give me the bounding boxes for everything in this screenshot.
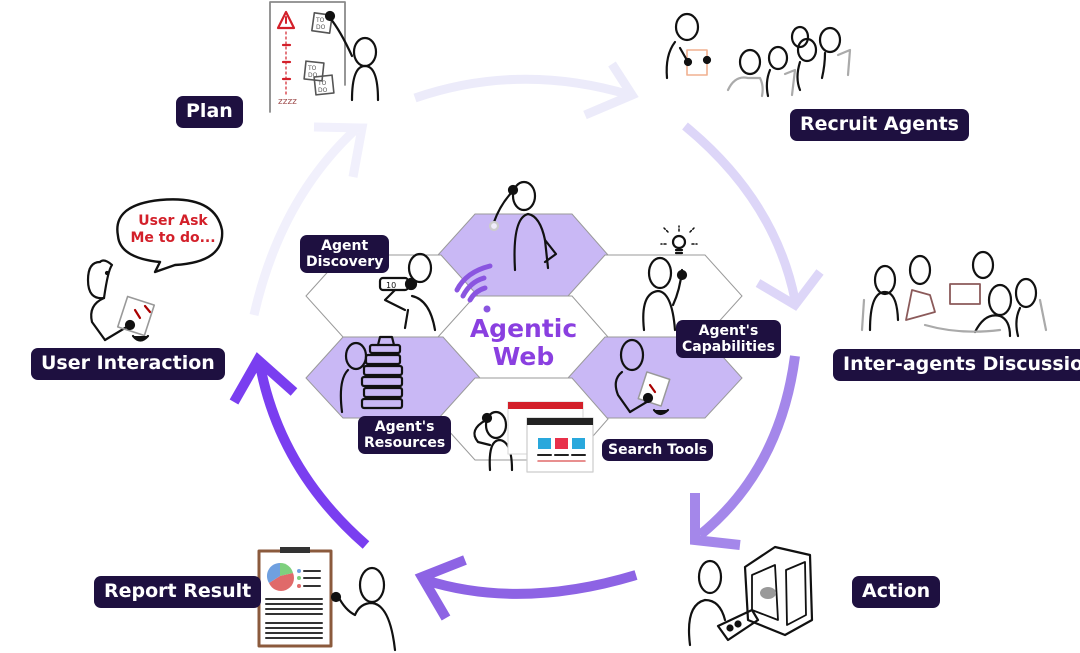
- svg-text:DO: DO: [308, 72, 318, 79]
- planning-board-icon: zzzz TO DO TO DO TO DO: [269, 1, 380, 113]
- hex-label-search-tools: Search Tools: [602, 439, 714, 462]
- browser-windows-icon: [473, 401, 594, 473]
- step-label-action: Action: [852, 576, 941, 608]
- audience-icon: [665, 12, 852, 98]
- hex-label-line2: Capabilities: [682, 339, 775, 356]
- step-label-inter-agents-discussion: Inter-agents Discussion: [833, 349, 1080, 381]
- title-line2: Web: [492, 342, 555, 371]
- speech-bubble-text: User Ask Me to do...: [121, 213, 225, 247]
- person-thinking-icon: [488, 180, 558, 272]
- person-checklist-icon: [614, 338, 671, 416]
- hex-label-agent-resources: Agent's Resources: [358, 416, 452, 455]
- arrow-interaction-to-plan: [249, 122, 368, 316]
- person-binoculars-icon: 10: [378, 252, 437, 332]
- lightbulb-idea-icon: [642, 225, 698, 332]
- speech-bubble-line1: User Ask: [138, 213, 208, 229]
- hex-label-line1: Agent's: [698, 323, 759, 339]
- wifi-signal-icon: [454, 263, 493, 313]
- svg-text:DO: DO: [316, 24, 326, 31]
- todo-note-text: TO: [315, 17, 325, 24]
- hex-label-agent-capabilities: Agent's Capabilities: [676, 320, 781, 359]
- speech-bubble-line2: Me to do...: [130, 230, 216, 246]
- cycle-arrows: [229, 61, 824, 621]
- svg-text:TO: TO: [307, 65, 317, 72]
- step-label-report-result: Report Result: [94, 576, 262, 608]
- hex-label-line2: Discovery: [306, 254, 384, 271]
- step-label-plan: Plan: [176, 96, 243, 128]
- svg-text:DO: DO: [318, 87, 328, 94]
- clipboard-report-icon: [257, 547, 397, 652]
- arrow-recruit-to-discussion: [682, 122, 824, 311]
- arrow-plan-to-recruit: [413, 61, 639, 120]
- person-laptop-printer-icon: [687, 545, 814, 647]
- person-speech-bubble-icon: [86, 198, 224, 342]
- step-label-user-interaction: User Interaction: [31, 348, 225, 380]
- svg-text:10: 10: [386, 281, 396, 290]
- title-line1: Agentic: [469, 314, 578, 343]
- hex-label-line1: Agent's: [374, 419, 435, 435]
- svg-text:zzzz: zzzz: [278, 97, 297, 107]
- hex-label-line2: Resources: [364, 435, 446, 452]
- arrow-action-to-report: [414, 555, 638, 621]
- svg-text:TO: TO: [317, 80, 327, 87]
- arrow-discussion-to-action: [690, 355, 800, 550]
- stack-of-books-icon: [339, 335, 404, 414]
- hex-label-line1: Agent: [321, 238, 369, 254]
- meeting-table-icon: [860, 250, 1048, 338]
- step-label-recruit-agents: Recruit Agents: [790, 109, 969, 141]
- arrow-report-to-interaction: [229, 352, 370, 549]
- hex-label-agent-discovery: Agent Discovery: [300, 235, 390, 274]
- center-title: Agentic Web: [466, 315, 581, 371]
